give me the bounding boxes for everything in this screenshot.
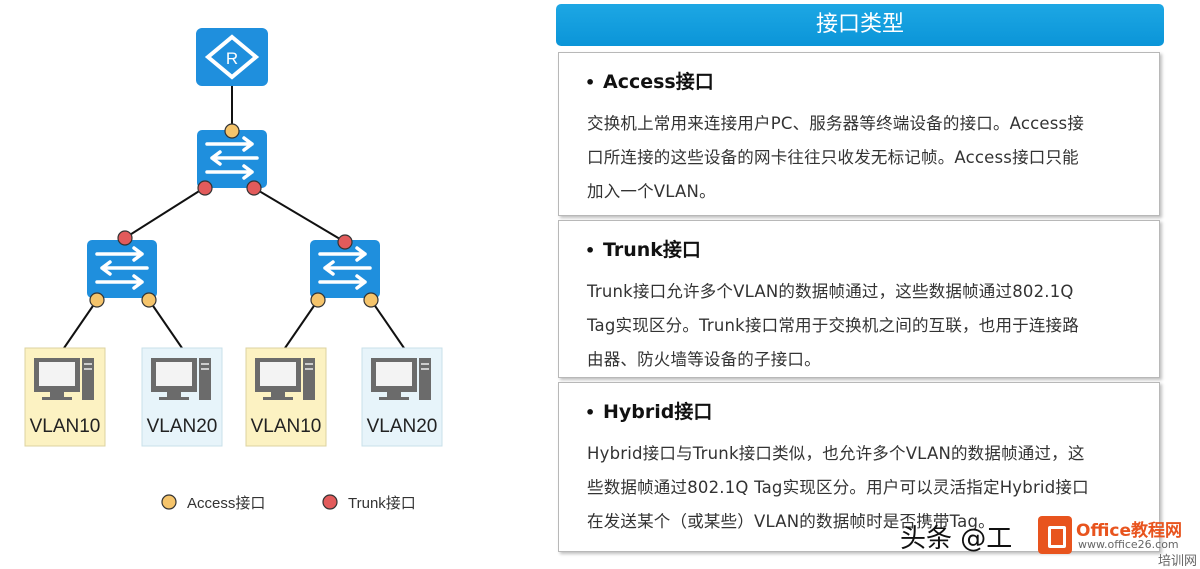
router-label: R (226, 49, 238, 68)
card-title-text: Trunk接口 (603, 239, 701, 261)
switch-arrows-icon (318, 246, 372, 290)
link-core-right (253, 187, 346, 243)
access-port-dot (310, 292, 326, 308)
vlan-topology-diagram: R (24, 28, 443, 512)
legend-access-dot (161, 494, 177, 510)
card-line: 口所连接的这些设备的网卡往往只收发无标记帧。Access接口只能 (587, 148, 1079, 167)
card-body: 交换机上常用来连接用户PC、服务器等终端设备的接口。Access接 口所连接的这… (587, 107, 1147, 209)
computer-icon (34, 358, 94, 400)
link-core-left (124, 187, 205, 239)
card-trunk: • Trunk接口 Trunk接口允许多个VLAN的数据帧通过，这些数据帧通过80… (558, 220, 1160, 378)
card-line: 加入一个VLAN。 (587, 182, 716, 201)
card-line: Tag实现区分。Trunk接口常用于交换机之间的互联，也用于连接路 (587, 316, 1079, 335)
card-title: • Hybrid接口 (585, 397, 712, 424)
card-title: • Trunk接口 (585, 235, 701, 262)
pc-1-label: VLAN10 (30, 416, 101, 437)
bullet-icon: • (585, 73, 596, 92)
trunk-port-dot (117, 230, 133, 246)
link-left-pc1 (63, 299, 98, 349)
card-line: 在发送某个（或某些）VLAN的数据帧时是否携带Tag。 (587, 512, 995, 531)
card-access: • Access接口 交换机上常用来连接用户PC、服务器等终端设备的接口。Acce… (558, 52, 1160, 216)
computer-icon (255, 358, 315, 400)
trunk-port-dot (246, 180, 262, 196)
card-body: Trunk接口允许多个VLAN的数据帧通过，这些数据帧通过802.1Q Tag实… (587, 275, 1147, 377)
core-switch (197, 130, 267, 188)
router-icon (204, 34, 260, 80)
card-hybrid: • Hybrid接口 Hybrid接口与Trunk接口类似，也允许多个VLAN的数… (558, 382, 1160, 552)
card-line: 由器、防火墙等设备的子接口。 (587, 350, 821, 369)
router: R (196, 28, 268, 86)
card-title-text: Hybrid接口 (603, 401, 713, 423)
switch-arrows-icon (205, 136, 259, 180)
pc-2: VLAN20 (141, 347, 223, 447)
card-line: 些数据帧通过802.1Q Tag实现区分。用户可以灵活指定Hybrid接口 (587, 478, 1089, 497)
access-port-dot (89, 292, 105, 308)
watermark-sub: 培训网 (1158, 554, 1198, 569)
trunk-port-dot (337, 234, 353, 250)
bullet-icon: • (585, 241, 596, 260)
port-dots (89, 123, 379, 308)
card-line: Hybrid接口与Trunk接口类似，也允许多个VLAN的数据帧通过，这 (587, 444, 1085, 463)
card-title: • Access接口 (585, 67, 714, 94)
link-right-pc3 (284, 299, 319, 349)
legend: Access接口 Trunk接口 (161, 494, 416, 512)
access-port-dot (224, 123, 240, 139)
switch-arrows-icon (95, 246, 149, 290)
access-port-dot (141, 292, 157, 308)
card-title-text: Access接口 (603, 71, 714, 93)
interface-types-panel: 接口类型 • Access接口 交换机上常用来连接用户PC、服务器等终端设备的接口… (556, 4, 1164, 552)
link-left-pc2 (148, 299, 183, 349)
pc-4-label: VLAN20 (367, 416, 438, 437)
card-body: Hybrid接口与Trunk接口类似，也允许多个VLAN的数据帧通过，这 些数据… (587, 437, 1147, 539)
left-switch (87, 240, 157, 298)
links (63, 86, 405, 349)
bullet-icon: • (585, 403, 596, 422)
router-body (196, 28, 268, 86)
trunk-port-dot (197, 180, 213, 196)
pc-2-label: VLAN20 (147, 416, 218, 437)
right-switch (310, 240, 380, 298)
legend-trunk-dot (322, 494, 338, 510)
pc-3-label: VLAN10 (251, 416, 322, 437)
pc-4: VLAN20 (361, 347, 443, 447)
panel-header: 接口类型 (556, 4, 1164, 46)
computer-icon (151, 358, 211, 400)
legend-access-label: Access接口 (187, 495, 265, 512)
pc-3: VLAN10 (245, 347, 327, 447)
link-right-pc4 (370, 299, 405, 349)
access-port-dot (363, 292, 379, 308)
pc-1: VLAN10 (24, 347, 106, 447)
card-line: 交换机上常用来连接用户PC、服务器等终端设备的接口。Access接 (587, 114, 1085, 133)
legend-trunk-label: Trunk接口 (348, 495, 416, 512)
computer-icon (371, 358, 431, 400)
card-line: Trunk接口允许多个VLAN的数据帧通过，这些数据帧通过802.1Q (587, 282, 1074, 301)
